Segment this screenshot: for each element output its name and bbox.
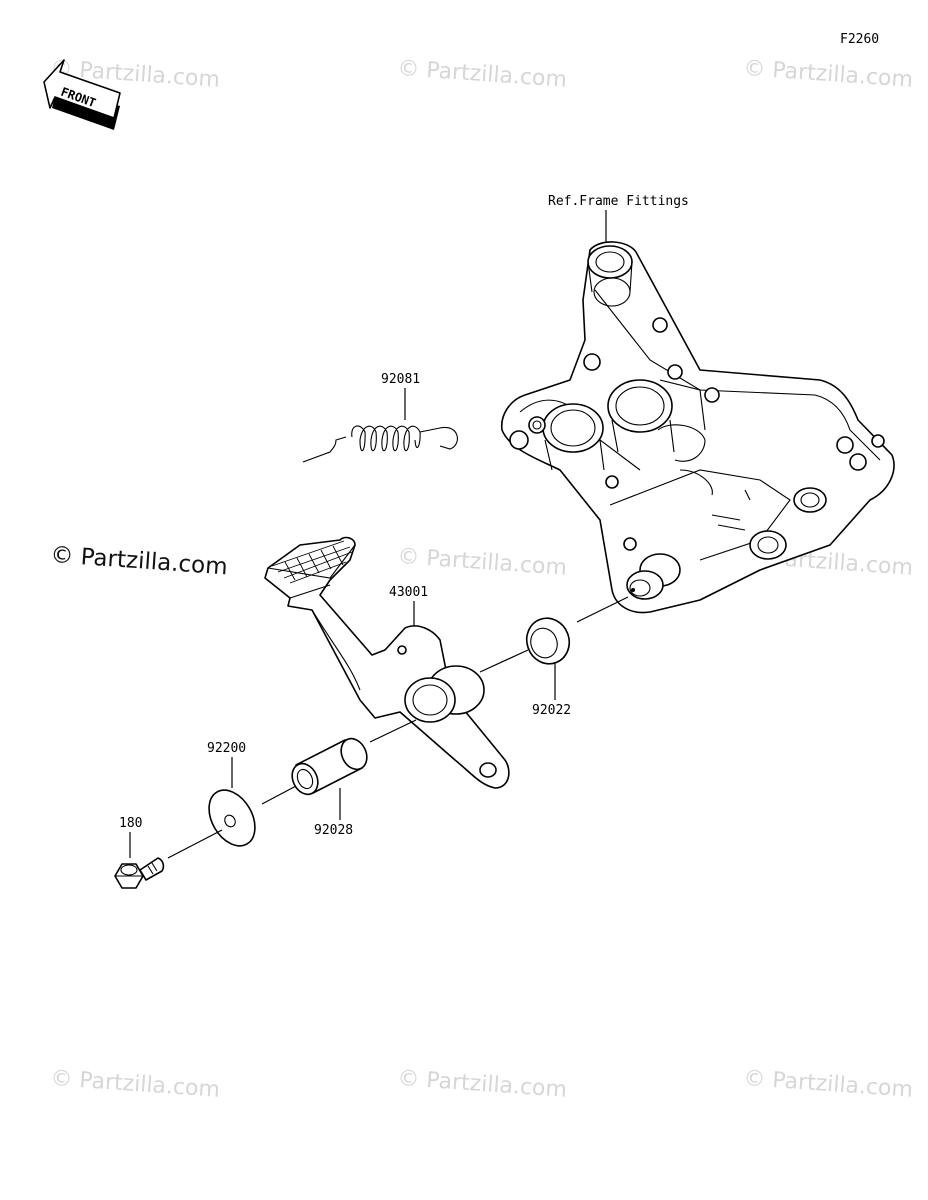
assembly-line bbox=[369, 719, 417, 743]
part-label-92200: 92200 bbox=[207, 741, 246, 756]
watermark: © Partzilla.com bbox=[50, 1066, 221, 1103]
assembly-line bbox=[261, 785, 297, 805]
bolt-icon bbox=[114, 857, 165, 889]
brake-pedal-icon bbox=[264, 536, 510, 789]
front-arrow-icon: FRONT bbox=[43, 59, 121, 130]
part-label-92028: 92028 bbox=[314, 823, 353, 838]
washer-icon bbox=[208, 789, 256, 847]
diagram-code: F2260 bbox=[840, 32, 879, 47]
spring-icon bbox=[302, 425, 458, 463]
part-label-92081: 92081 bbox=[381, 372, 420, 387]
assembly-line bbox=[167, 829, 223, 859]
watermark-group: © Partzilla.com © Partzilla.com © Partzi… bbox=[50, 56, 914, 1103]
assembly-line bbox=[576, 596, 629, 623]
washer-icon bbox=[525, 617, 571, 665]
watermark: © Partzilla.com bbox=[743, 56, 914, 93]
part-label-180: 180 bbox=[119, 816, 142, 831]
part-label-43001: 43001 bbox=[389, 585, 428, 600]
watermark: © Partzilla.com bbox=[397, 544, 568, 581]
frame-reference-label: Ref.Frame Fittings bbox=[548, 194, 689, 209]
watermark: © Partzilla.com bbox=[397, 56, 568, 93]
watermark: © Partzilla.com bbox=[397, 1066, 568, 1103]
assembly-line bbox=[479, 649, 529, 673]
frame-bracket-icon bbox=[500, 241, 895, 614]
watermark-dark: © Partzilla.com bbox=[50, 542, 229, 580]
bushing-icon bbox=[291, 737, 368, 796]
part-label-92022: 92022 bbox=[532, 703, 571, 718]
watermark: © Partzilla.com bbox=[743, 1066, 914, 1103]
